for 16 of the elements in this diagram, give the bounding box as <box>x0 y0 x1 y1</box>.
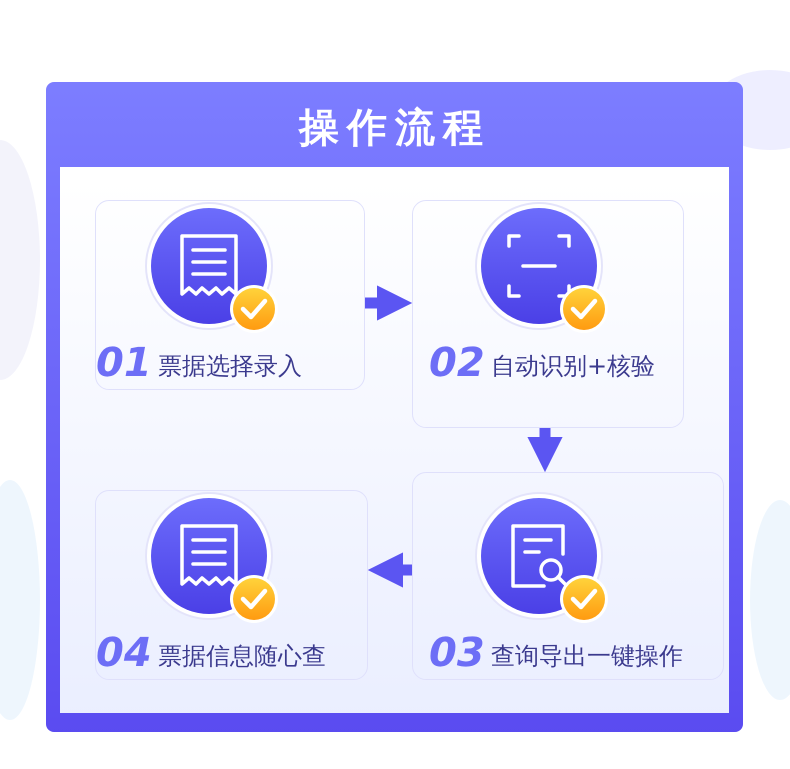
step-item <box>95 490 368 680</box>
step-number: 03 <box>429 631 485 675</box>
step-item <box>95 200 365 390</box>
arrow <box>527 428 563 472</box>
step-number: 02 <box>429 341 485 385</box>
step-label: 自动识别+核验 <box>491 351 656 381</box>
arrow <box>365 285 412 321</box>
step-label: 票据信息随心查 <box>158 641 326 671</box>
step-label: 查询导出一键操作 <box>491 641 683 671</box>
step-number: 04 <box>96 631 152 675</box>
step-label: 票据选择录入 <box>158 351 302 381</box>
title: 操作流程 <box>297 104 492 153</box>
arrow <box>368 552 412 588</box>
step-number: 01 <box>96 341 152 385</box>
step-item <box>412 200 684 428</box>
step-item <box>412 472 724 680</box>
